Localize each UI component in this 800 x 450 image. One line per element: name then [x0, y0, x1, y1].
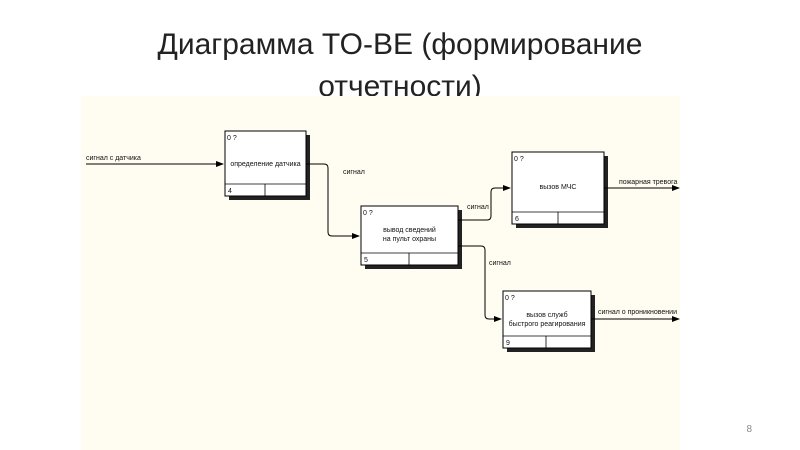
arrow-label: пожарная тревога — [619, 179, 677, 186]
box-title: вызов МЧС — [540, 184, 577, 191]
idef0-diagram: 0 ? определение датчика 4 0 ? вывод свед… — [86, 130, 680, 352]
box-number: 9 — [506, 340, 510, 347]
arrow-box5-to-box6[interactable]: сигнал — [458, 185, 511, 221]
page-number: 8 — [746, 424, 752, 435]
box-number: 4 — [228, 188, 232, 195]
box-title-line-1: вызов служб — [526, 311, 567, 319]
process-box-4[interactable]: 0 ? определение датчика 4 — [224, 130, 310, 200]
box-frame — [360, 205, 459, 266]
box-frame — [502, 290, 592, 349]
arrow-input[interactable]: сигнал с датчика — [86, 155, 224, 167]
box-title-line-2: на пульт охраны — [383, 236, 436, 243]
box-title: определение датчика — [230, 161, 300, 168]
process-box-5[interactable]: 0 ? вывод сведений на пульт охраны 5 — [360, 205, 462, 269]
arrow-label: сигнал — [489, 260, 511, 267]
box-title-line-1: вывод сведений — [383, 226, 436, 234]
process-box-9[interactable]: 0 ? вызов служб быстрого реагирования 9 — [502, 290, 595, 352]
box-number: 5 — [364, 257, 368, 264]
box-corner-label: 0 ? — [505, 295, 515, 302]
arrow-label: сигнал — [343, 169, 365, 176]
diagram-canvas: 0 ? определение датчика 4 0 ? вывод свед… — [81, 96, 680, 450]
slide-title-line-1: Диаграмма TO-BE (формирование — [157, 28, 643, 61]
arrow-box5-to-box9[interactable]: сигнал — [458, 245, 511, 322]
process-box-6[interactable]: 0 ? вызов МЧС 6 — [511, 151, 608, 228]
arrow-box4-to-box5[interactable]: сигнал — [306, 163, 365, 239]
arrow-label: сигнал — [467, 204, 489, 211]
box-title-line-2: быстрого реагирования — [509, 320, 586, 328]
arrow-label: сигнал о проникновении — [598, 309, 677, 316]
slide-title: Диаграмма TO-BE (формирование отчетности… — [0, 24, 800, 108]
box-corner-label: 0 ? — [514, 156, 524, 163]
arrow-output-intrusion[interactable]: сигнал о проникновении — [591, 309, 680, 322]
box-corner-label: 0 ? — [227, 135, 237, 142]
arrow-output-fire-alarm[interactable]: пожарная тревога — [604, 179, 680, 191]
box-number: 6 — [515, 216, 519, 223]
arrow-label: сигнал с датчика — [86, 155, 141, 162]
box-corner-label: 0 ? — [363, 210, 373, 217]
